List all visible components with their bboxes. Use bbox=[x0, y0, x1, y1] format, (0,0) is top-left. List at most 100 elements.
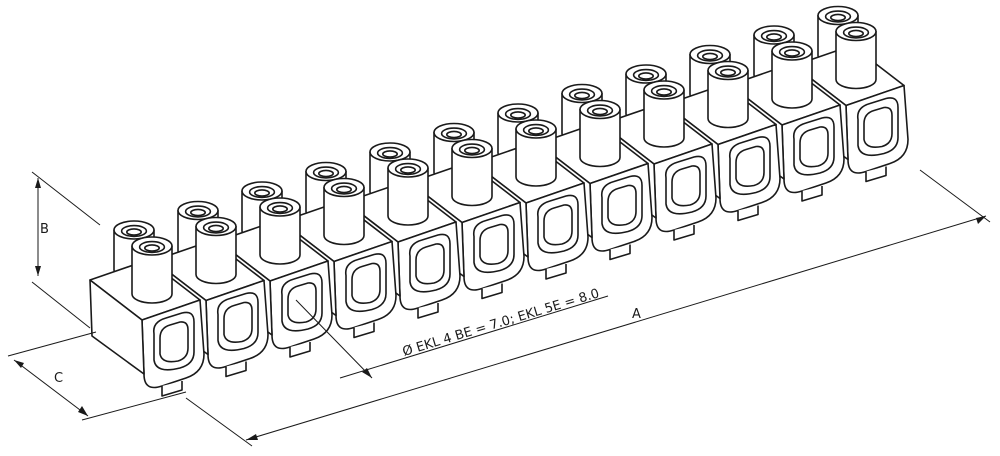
terminal-front-tower bbox=[451, 138, 493, 207]
terminal-front-tower-body bbox=[195, 225, 237, 285]
terminal-foot bbox=[865, 166, 887, 183]
terminal-back-tower-screw bbox=[765, 33, 782, 41]
terminal-front-tower-screw bbox=[208, 224, 225, 233]
terminal-wire-bore bbox=[607, 184, 637, 226]
terminal-wire-bore bbox=[479, 223, 509, 265]
terminal-wire-bore bbox=[223, 301, 253, 343]
terminal-front-tower-screw bbox=[335, 185, 352, 194]
terminal-front-tower-body bbox=[707, 69, 749, 129]
terminal-foot bbox=[673, 225, 695, 241]
terminal-front-tower bbox=[707, 60, 749, 129]
terminal-foot bbox=[289, 342, 311, 358]
dim-c-arrow-right bbox=[78, 406, 88, 416]
terminal-back-tower-screw bbox=[509, 111, 526, 119]
terminal-foot bbox=[609, 244, 631, 261]
terminal-block bbox=[153, 200, 269, 378]
terminal-front-tower-body bbox=[387, 167, 429, 226]
dim-b-extension-bottom bbox=[31, 281, 91, 329]
dim-c-line bbox=[13, 359, 89, 417]
terminal-foot bbox=[737, 205, 759, 222]
dim-b-extension-top bbox=[31, 171, 101, 226]
terminal-front-tower-screw bbox=[463, 146, 480, 155]
terminal-front-tower-body bbox=[259, 206, 301, 265]
terminal-front-tower-body bbox=[515, 128, 557, 187]
terminal-wire-bore bbox=[415, 243, 445, 285]
dim-c-arrow-left bbox=[14, 360, 24, 368]
terminal-block bbox=[345, 142, 461, 319]
terminal-front-tower-screw bbox=[719, 68, 736, 77]
note-leader bbox=[295, 299, 373, 379]
terminal-front-tower-screw bbox=[783, 49, 800, 57]
dimension-lines bbox=[7, 169, 991, 447]
terminal-front-tower-screw bbox=[271, 205, 288, 213]
terminal-front-tower-screw bbox=[847, 29, 864, 38]
terminal-foot bbox=[225, 361, 247, 378]
dim-b-label: B bbox=[40, 222, 49, 237]
dim-a-arrow-right bbox=[976, 216, 986, 224]
terminal-block bbox=[473, 103, 589, 280]
terminal-front-tower-screw bbox=[591, 107, 608, 116]
terminal-foot bbox=[481, 283, 503, 300]
terminal-front-tower bbox=[579, 99, 621, 168]
terminal-foot bbox=[801, 186, 823, 202]
terminal-front-tower bbox=[131, 236, 173, 304]
dim-a-extension-right bbox=[919, 169, 991, 223]
terminal-wire-bore bbox=[543, 204, 573, 246]
note-underline bbox=[339, 295, 609, 379]
terminal-back-tower-screw bbox=[126, 228, 143, 236]
terminal-foot bbox=[353, 322, 375, 339]
terminal-front-tower-screw bbox=[527, 127, 544, 135]
terminal-front-tower-body bbox=[835, 30, 877, 90]
terminal-back-tower-screw bbox=[701, 52, 718, 61]
terminal-front-tower-body bbox=[451, 147, 493, 207]
terminal-front-tower bbox=[835, 21, 877, 90]
terminal-back-tower-screw bbox=[317, 169, 334, 178]
dim-a-label: A bbox=[632, 307, 641, 322]
terminal-front-tower-screw bbox=[399, 166, 416, 174]
terminal-front-tower-body bbox=[643, 89, 685, 148]
terminal-back-tower-screw bbox=[190, 208, 207, 217]
dim-c-label: C bbox=[54, 371, 63, 386]
terminal-front-tower-body bbox=[131, 245, 173, 304]
terminal-back-tower-screw bbox=[573, 91, 590, 100]
terminal-wire-bore bbox=[671, 165, 701, 207]
terminal-front-tower bbox=[387, 158, 429, 226]
terminal-front-tower-screw bbox=[144, 244, 161, 252]
terminal-wire-bore bbox=[351, 262, 381, 304]
dim-b-arrow-bottom bbox=[35, 266, 41, 276]
terminal-back-tower-screw bbox=[445, 130, 462, 139]
terminal-foot bbox=[417, 303, 439, 319]
terminal-front-tower bbox=[643, 80, 685, 148]
dim-b-arrow-top bbox=[35, 178, 41, 188]
terminal-wire-bore bbox=[735, 145, 765, 187]
terminal-front-tower-body bbox=[579, 108, 621, 168]
dim-c-extension-left bbox=[7, 331, 97, 357]
terminal-foot bbox=[545, 264, 567, 280]
note-leader-arrow bbox=[362, 368, 372, 378]
terminal-foot bbox=[161, 381, 183, 397]
terminal-front-tower bbox=[259, 197, 301, 265]
terminal-front-tower bbox=[323, 177, 365, 246]
terminal-front-tower-body bbox=[323, 186, 365, 246]
dim-a-extension-left bbox=[185, 397, 253, 447]
dim-a-arrow-left bbox=[246, 434, 258, 440]
dimension-arrows bbox=[14, 178, 986, 440]
terminal-front-tower bbox=[515, 119, 557, 187]
dim-a-line bbox=[245, 215, 987, 441]
terminal-front-tower-body bbox=[771, 50, 813, 109]
terminal-blocks bbox=[89, 5, 909, 397]
terminal-back-tower-screw bbox=[637, 72, 654, 80]
terminal-block bbox=[89, 220, 205, 397]
terminal-back-tower-screw bbox=[381, 150, 398, 158]
terminal-wire-bore bbox=[159, 321, 189, 363]
terminal-front-tower-screw bbox=[655, 88, 672, 96]
terminal-back-tower-screw bbox=[829, 13, 846, 22]
dim-c-extension-right bbox=[81, 391, 187, 421]
terminal-housing-side bbox=[89, 279, 145, 375]
terminal-front-tower bbox=[195, 216, 237, 285]
terminal-wire-bore bbox=[799, 126, 829, 168]
terminal-back-tower-screw bbox=[254, 189, 271, 197]
terminal-wire-bore bbox=[863, 106, 893, 148]
terminal-block bbox=[281, 161, 397, 339]
